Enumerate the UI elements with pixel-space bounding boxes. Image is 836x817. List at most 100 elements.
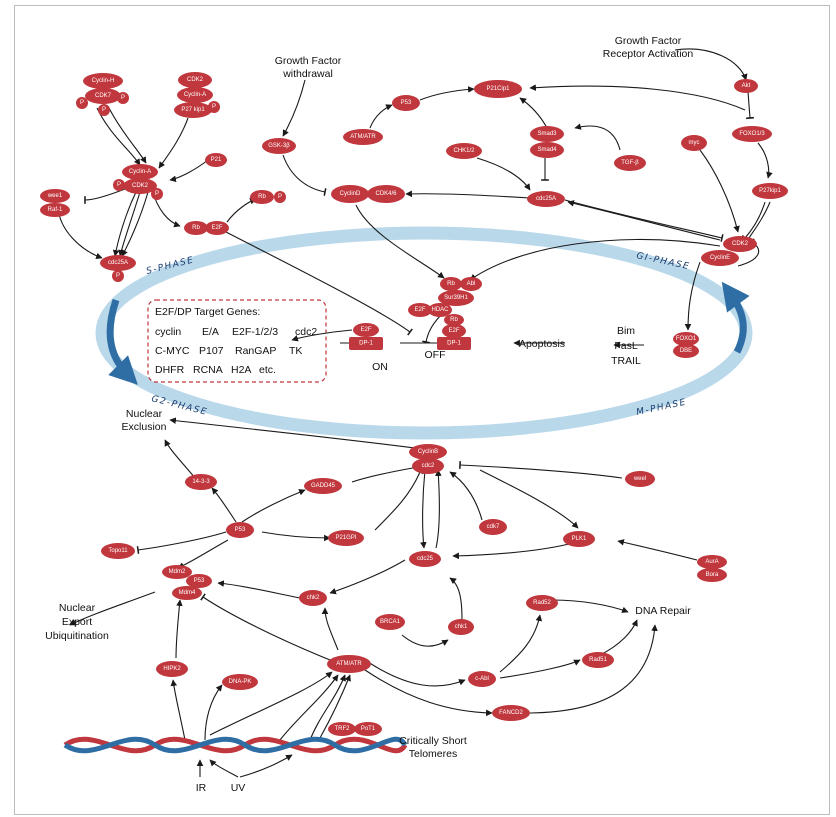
node-myc[interactable]: myc xyxy=(681,135,707,151)
svg-text:Topo11: Topo11 xyxy=(108,548,128,554)
node-14-3-3[interactable]: 14-3-3 xyxy=(185,474,217,490)
node-e2f-c1[interactable]: E2F xyxy=(408,303,432,317)
node-p-c[interactable]: P xyxy=(98,104,110,116)
node-p-d[interactable]: P xyxy=(208,101,220,113)
node-weel[interactable]: weel xyxy=(625,471,655,487)
label-ir: IR xyxy=(196,782,207,794)
node-chk2[interactable]: chk2 xyxy=(299,590,327,606)
node-dbe[interactable]: DBE xyxy=(673,344,699,358)
node-p21gpi[interactable]: P21GPI xyxy=(328,530,364,546)
node-foxo1[interactable]: FOXO1 xyxy=(673,332,699,346)
node-akt[interactable]: Akt xyxy=(734,79,758,93)
label-fasl: FasL xyxy=(614,340,638,352)
node-cdk7-top[interactable]: CDK7 xyxy=(85,88,121,104)
node-raf1[interactable]: Raf-1 xyxy=(40,203,70,217)
svg-text:P21: P21 xyxy=(211,157,222,163)
cycle-arrow-left xyxy=(106,298,138,385)
node-p-f[interactable]: P xyxy=(151,188,163,200)
node-fancd2[interactable]: FANCD2 xyxy=(492,705,530,721)
node-cyclin-h[interactable]: Cyclin-H xyxy=(83,73,123,89)
node-p21cip1[interactable]: P21Cip1 xyxy=(474,80,522,98)
svg-text:PLK1: PLK1 xyxy=(572,536,587,542)
node-mdm4[interactable]: Mdm4 xyxy=(172,586,202,600)
node-bora[interactable]: Bora xyxy=(697,568,727,582)
label-off: OFF xyxy=(425,349,446,361)
node-e2f-c2[interactable]: E2F xyxy=(442,324,466,338)
node-dp1-on[interactable]: DP-1 xyxy=(349,337,383,350)
node-atm-atr-low[interactable]: ATM/ATR xyxy=(327,655,371,673)
node-abl[interactable]: Abl xyxy=(460,277,482,291)
svg-text:weel: weel xyxy=(633,476,646,482)
node-chk12[interactable]: CHK1/2 xyxy=(446,143,482,159)
node-p-b[interactable]: P xyxy=(117,92,129,104)
dna-helix xyxy=(63,736,408,754)
svg-text:CHK1/2: CHK1/2 xyxy=(453,148,475,154)
node-dp1-c[interactable]: DP-1 xyxy=(437,337,471,350)
node-tgfb[interactable]: TGF-β xyxy=(614,155,646,171)
node-foxo13[interactable]: FOXO1/3 xyxy=(732,126,772,142)
pathway-edges xyxy=(57,48,773,778)
node-cycline[interactable]: CyclinE xyxy=(701,250,739,266)
label-apoptosis: Apoptosis xyxy=(519,338,565,350)
node-p27kip1-top[interactable]: P27 kip1 xyxy=(174,102,212,118)
node-cdk46[interactable]: CDK4/6 xyxy=(367,185,405,203)
node-p-a[interactable]: P xyxy=(76,97,88,109)
node-cdc25[interactable]: cdc25 xyxy=(409,551,441,567)
node-wee1[interactable]: wee1 xyxy=(40,189,70,203)
node-gadd45[interactable]: GADD45 xyxy=(304,478,342,494)
node-rb-c2[interactable]: Rb xyxy=(444,314,464,326)
svg-text:TRF2: TRF2 xyxy=(335,726,351,732)
node-cyclind[interactable]: CyclinD xyxy=(331,185,369,203)
node-e2f-on[interactable]: E2F xyxy=(353,323,379,337)
node-cdk2-right[interactable]: CDK2 xyxy=(723,236,757,252)
node-smad3[interactable]: Smad3 xyxy=(530,126,564,142)
node-topo11[interactable]: Topo11 xyxy=(101,543,135,559)
node-cyclin-a-top[interactable]: Cyclin-A xyxy=(177,87,213,103)
node-cdk7-low[interactable]: cdk7 xyxy=(479,519,507,535)
node-aura[interactable]: AurA xyxy=(697,555,727,569)
node-c-abl[interactable]: c-Abl xyxy=(468,671,496,687)
node-pot1[interactable]: PoT1 xyxy=(354,722,382,736)
node-cdk2-top[interactable]: CDK2 xyxy=(178,72,212,88)
node-gsk3b[interactable]: GSK-3β xyxy=(262,138,296,154)
target-genes-box: E2F/DP Target Genes: cyclin E/A E2F-1/2/… xyxy=(147,299,327,383)
node-cdk2-mid[interactable]: CDK2 xyxy=(123,178,157,194)
node-p53-low[interactable]: P53 xyxy=(186,574,212,588)
node-rb-left[interactable]: Rb xyxy=(184,221,208,235)
svg-text:cdc25A: cdc25A xyxy=(108,260,128,266)
node-p21[interactable]: P21 xyxy=(205,153,227,167)
node-p-h[interactable]: P xyxy=(274,191,286,203)
node-brca1[interactable]: BRCA1 xyxy=(375,614,405,630)
node-plk1[interactable]: PLK1 xyxy=(563,531,595,547)
node-cdc25a-center[interactable]: cdc25A xyxy=(527,191,565,207)
node-rad52[interactable]: Rad52 xyxy=(526,595,558,611)
node-hipk2[interactable]: HIPK2 xyxy=(156,661,188,677)
node-mdm2[interactable]: Mdm2 xyxy=(162,565,192,579)
node-hdac[interactable]: HDAC xyxy=(428,303,452,317)
node-p27kip1-right[interactable]: P27kip1 xyxy=(752,183,788,199)
node-rb-center[interactable]: Rb xyxy=(440,277,462,291)
node-rad51[interactable]: Rad51 xyxy=(582,652,614,668)
node-p53-top[interactable]: P53 xyxy=(392,95,420,111)
node-chk1[interactable]: chk1 xyxy=(448,619,474,635)
node-smad4[interactable]: Smad4 xyxy=(530,142,564,158)
node-dnapk[interactable]: DNA-PK xyxy=(222,674,258,690)
node-cdc2[interactable]: cdc2 xyxy=(412,458,444,474)
node-p-g[interactable]: P xyxy=(112,270,124,282)
node-e2f-left[interactable]: E2F xyxy=(205,221,229,235)
node-sur39h1[interactable]: Sur39H1 xyxy=(438,290,474,306)
node-cyclinb[interactable]: CyclinB xyxy=(409,444,447,460)
svg-text:FOXO1/3: FOXO1/3 xyxy=(739,131,765,137)
node-cyclin-a-mid[interactable]: Cyclin-A xyxy=(122,164,158,180)
svg-text:Akt: Akt xyxy=(742,83,751,89)
node-cdc25a-left[interactable]: cdc25A xyxy=(100,255,136,271)
svg-text:CDK2: CDK2 xyxy=(187,77,204,83)
node-trf2[interactable]: TRF2 xyxy=(328,722,356,736)
svg-text:DBE: DBE xyxy=(680,348,692,354)
free-labels: Growth Factor withdrawal Growth Factor R… xyxy=(45,35,693,794)
node-atm-atr-top[interactable]: ATM/ATR xyxy=(343,129,383,145)
svg-text:Bora: Bora xyxy=(706,572,719,578)
node-rb-right[interactable]: Rb xyxy=(250,190,274,204)
node-p53-mid[interactable]: P53 xyxy=(226,522,254,538)
node-p-e[interactable]: P xyxy=(113,179,125,191)
